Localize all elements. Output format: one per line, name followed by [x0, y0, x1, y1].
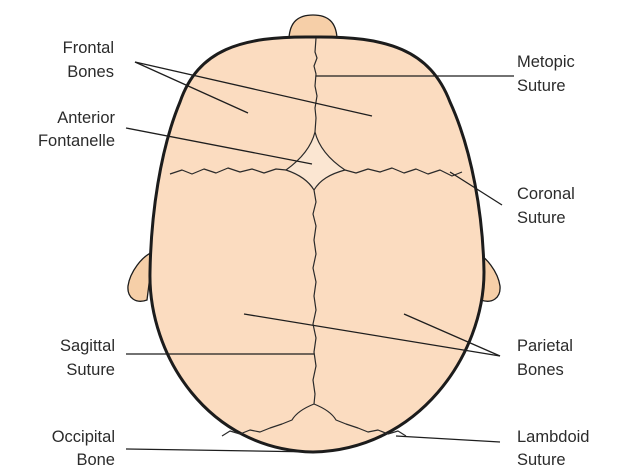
label-coronal-suture: Coronal Suture	[517, 185, 575, 227]
label-sagittal-line-1: Sagittal	[60, 337, 115, 355]
label-frontal-line-2: Bones	[67, 63, 114, 81]
label-frontal-bones: Frontal Bones	[63, 39, 114, 81]
label-metopic-line-1: Metopic	[517, 53, 575, 71]
label-anterior-fontanelle: Anterior Fontanelle	[38, 109, 116, 150]
label-coronal-line-2: Suture	[517, 209, 566, 227]
label-parietal-line-1: Parietal	[517, 337, 573, 355]
nose-tip	[289, 15, 337, 38]
label-fontanelle-line-1: Anterior	[57, 109, 115, 127]
label-occipital-bone: Occipital Bone	[52, 428, 115, 467]
label-parietal-bones: Parietal Bones	[517, 337, 573, 379]
label-metopic-suture: Metopic Suture	[517, 53, 575, 95]
label-occipital-line-1: Occipital	[52, 428, 115, 446]
label-lambdoid-line-1: Lambdoid	[517, 428, 589, 446]
label-metopic-line-2: Suture	[517, 77, 566, 95]
label-coronal-line-1: Coronal	[517, 185, 575, 203]
label-occipital-line-2: Bone	[76, 451, 115, 467]
leader-lambdoid	[396, 436, 500, 442]
label-sagittal-suture: Sagittal Suture	[60, 337, 115, 379]
label-frontal-line-1: Frontal	[63, 39, 114, 57]
label-parietal-line-2: Bones	[517, 361, 564, 379]
label-fontanelle-line-2: Fontanelle	[38, 132, 115, 150]
label-sagittal-line-2: Suture	[66, 361, 115, 379]
label-lambdoid-suture: Lambdoid Suture	[517, 428, 589, 467]
label-lambdoid-line-2: Suture	[517, 451, 566, 467]
